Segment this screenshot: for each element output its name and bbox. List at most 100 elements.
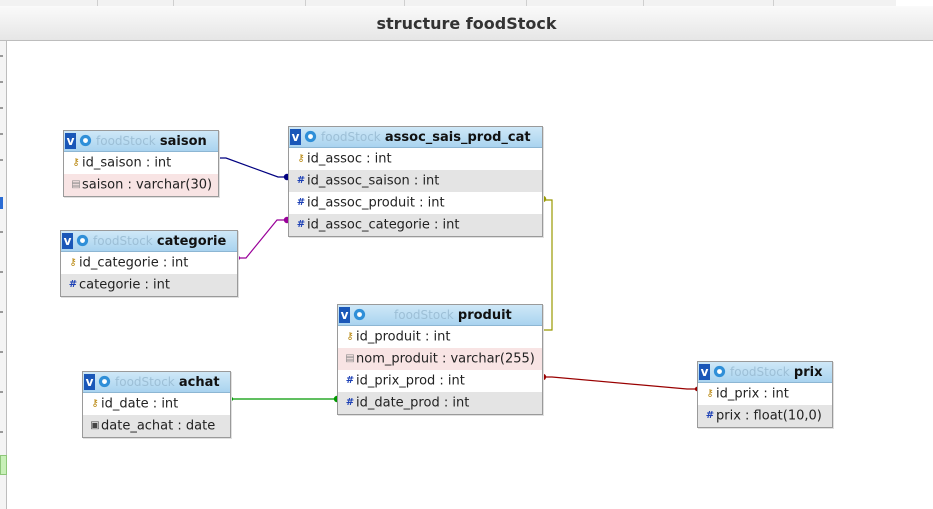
table-assoc-sais-prod-cat[interactable]: v foodStock assoc_sais_prod_cat ⚷id_asso…	[288, 126, 543, 237]
column-label: id_date : int	[101, 396, 179, 412]
gear-icon[interactable]	[75, 233, 90, 248]
table-title: foodStock prix	[730, 364, 822, 381]
left-tool-strip[interactable]	[0, 41, 7, 509]
column-row[interactable]: ⚷id_assoc : int	[289, 148, 542, 170]
gear-icon[interactable]	[97, 374, 112, 389]
tool-marker	[0, 81, 3, 83]
table-produit[interactable]: v foodStock produit ⚷id_produit : int ▤n…	[337, 304, 543, 415]
table-name: saison	[159, 134, 207, 149]
hash-icon: #	[705, 410, 715, 421]
key-icon: ⚷	[91, 398, 99, 409]
column-row[interactable]: #id_assoc_saison : int	[289, 170, 542, 192]
column-row[interactable]: ⚷id_produit : int	[338, 326, 542, 348]
relation-categorie-assoc[interactable]	[237, 219, 288, 259]
database-name: foodStock	[93, 234, 153, 248]
tool-marker	[0, 231, 3, 233]
table-achat[interactable]: v foodStock achat ⚷id_date : int ▣date_a…	[82, 371, 231, 438]
column-label: prix : float(10,0)	[716, 408, 822, 424]
hash-icon: #	[296, 219, 306, 230]
table-header[interactable]: v foodStock prix	[698, 362, 832, 383]
tool-marker	[0, 159, 3, 161]
table-saison[interactable]: v foodStock saison ⚷id_saison : int ▤sai…	[63, 130, 219, 197]
column-row[interactable]: #id_date_prod : int	[338, 392, 542, 414]
toggle-columns-button[interactable]: v	[84, 374, 95, 390]
column-row[interactable]: ▣date_achat : date	[83, 415, 230, 437]
column-row[interactable]: ⚷id_categorie : int	[61, 252, 237, 274]
hash-icon: #	[68, 279, 78, 290]
tab-separator	[643, 0, 644, 6]
column-row[interactable]: ⚷id_date : int	[83, 393, 230, 415]
table-header[interactable]: v foodStock assoc_sais_prod_cat	[289, 127, 542, 148]
toggle-columns-button[interactable]: v	[699, 364, 710, 380]
column-label: id_saison : int	[82, 155, 172, 171]
column-row[interactable]: ▤nom_produit : varchar(255)	[338, 348, 542, 370]
table-header[interactable]: v foodStock achat	[83, 372, 230, 393]
database-name: foodStock	[321, 130, 381, 144]
column-label: date_achat : date	[101, 418, 216, 434]
selected-tool-marker[interactable]	[0, 197, 3, 209]
table-title: foodStock assoc_sais_prod_cat	[321, 129, 531, 146]
column-row[interactable]: #categorie : int	[61, 274, 237, 296]
key-icon: ⚷	[297, 153, 305, 164]
text-icon: ▤	[345, 353, 355, 364]
relation-saison-assoc[interactable]	[218, 157, 288, 178]
gear-icon[interactable]	[712, 364, 727, 379]
column-label: id_prix_prod : int	[356, 373, 465, 389]
tool-marker	[0, 391, 3, 393]
table-prix[interactable]: v foodStock prix ⚷id_prix : int #prix : …	[697, 361, 833, 428]
table-name: assoc_sais_prod_cat	[384, 130, 531, 145]
key-icon: ⚷	[72, 157, 80, 168]
column-row[interactable]: #prix : float(10,0)	[698, 405, 832, 427]
column-label: id_assoc : int	[307, 151, 392, 167]
key-icon: ⚷	[69, 257, 77, 268]
tab-separator	[173, 0, 174, 6]
hash-icon: #	[345, 375, 355, 386]
green-tool-marker[interactable]	[0, 455, 7, 475]
toggle-columns-button[interactable]: v	[62, 233, 73, 249]
gear-icon[interactable]	[78, 133, 93, 148]
text-icon: ▤	[71, 179, 81, 190]
page-title: structure foodStock	[376, 14, 557, 33]
table-title: foodStock produit	[394, 307, 512, 324]
table-header[interactable]: v foodStock saison	[64, 131, 218, 152]
column-label: id_categorie : int	[79, 255, 189, 271]
column-label: id_assoc_produit : int	[307, 195, 445, 211]
column-row[interactable]: ⚷id_saison : int	[64, 152, 218, 174]
table-categorie[interactable]: v foodStock categorie ⚷id_categorie : in…	[60, 230, 238, 297]
tool-marker	[0, 133, 3, 135]
column-row[interactable]: #id_prix_prod : int	[338, 370, 542, 392]
gear-icon[interactable]	[303, 129, 318, 144]
database-name: foodStock	[96, 134, 156, 148]
table-header[interactable]: v foodStock produit	[338, 305, 542, 326]
column-label: id_assoc_categorie : int	[307, 217, 460, 233]
database-name: foodStock	[115, 375, 175, 389]
column-row[interactable]: #id_assoc_categorie : int	[289, 214, 542, 236]
tool-marker	[0, 107, 3, 109]
toggle-columns-button[interactable]: v	[290, 129, 301, 145]
hash-icon: #	[345, 397, 355, 408]
column-row[interactable]: #id_assoc_produit : int	[289, 192, 542, 214]
table-name: achat	[178, 375, 220, 390]
key-icon: ⚷	[706, 388, 714, 399]
column-row[interactable]: ⚷id_prix : int	[698, 383, 832, 405]
tab-separator	[404, 0, 405, 6]
hash-icon: #	[296, 197, 306, 208]
column-label: id_produit : int	[356, 329, 451, 345]
hash-icon: #	[296, 175, 306, 186]
tool-marker	[0, 55, 3, 57]
database-name: foodStock	[730, 365, 790, 379]
column-label: nom_produit : varchar(255)	[356, 351, 535, 367]
designer-title-bar: structure foodStock	[0, 6, 933, 41]
table-title: foodStock saison	[96, 133, 207, 150]
tab-separator	[305, 0, 306, 6]
column-label: id_date_prod : int	[356, 395, 470, 411]
toggle-columns-button[interactable]: v	[339, 307, 350, 323]
relation-produit-prix[interactable]	[542, 376, 697, 390]
table-header[interactable]: v foodStock categorie	[61, 231, 237, 252]
toggle-columns-button[interactable]: v	[65, 133, 76, 149]
gear-icon[interactable]	[352, 307, 367, 322]
database-name: foodStock	[394, 308, 454, 322]
column-row[interactable]: ▤saison : varchar(30)	[64, 174, 218, 196]
table-title: foodStock categorie	[93, 233, 226, 250]
relation-assoc-produit[interactable]	[542, 199, 553, 331]
